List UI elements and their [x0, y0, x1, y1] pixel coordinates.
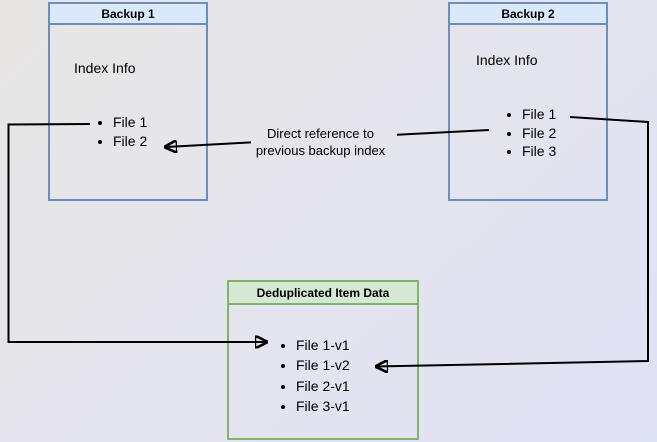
backup1-box: Backup 1 Index Info File 1File 2	[48, 2, 208, 201]
backup1-title: Backup 1	[101, 7, 155, 21]
backup2-box: Backup 2 Index Info File 1File 2File 3	[448, 2, 608, 201]
backup2-header: Backup 2	[450, 4, 606, 25]
list-item: File 2-v1	[296, 376, 350, 396]
list-item: File 2	[113, 132, 147, 151]
backup1-header: Backup 1	[50, 4, 206, 25]
backup1-file-list: File 1File 2	[98, 113, 147, 151]
direct-reference-label: Direct reference to previous backup inde…	[255, 126, 386, 158]
deduplicated-item-data-box: Deduplicated Item Data File 1-v1File 1-v…	[227, 280, 419, 440]
list-item: File 3-v1	[296, 396, 350, 416]
list-item: File 1-v2	[296, 355, 350, 375]
dedup-file-list: File 1-v1File 1-v2File 2-v1File 3-v1	[281, 335, 350, 417]
backup2-title: Backup 2	[501, 7, 555, 21]
list-item: File 3	[522, 142, 556, 161]
list-item: File 1	[522, 105, 556, 124]
backup2-index-label: Index Info	[476, 52, 538, 68]
deduplicated-item-data-title: Deduplicated Item Data	[256, 286, 390, 300]
list-item: File 2	[522, 124, 556, 143]
backup2-file-list: File 1File 2File 3	[507, 105, 556, 161]
list-item: File 1	[113, 113, 147, 132]
backup1-index-label: Index Info	[74, 60, 136, 76]
deduplicated-item-data-header: Deduplicated Item Data	[229, 282, 417, 305]
list-item: File 1-v1	[296, 335, 350, 355]
